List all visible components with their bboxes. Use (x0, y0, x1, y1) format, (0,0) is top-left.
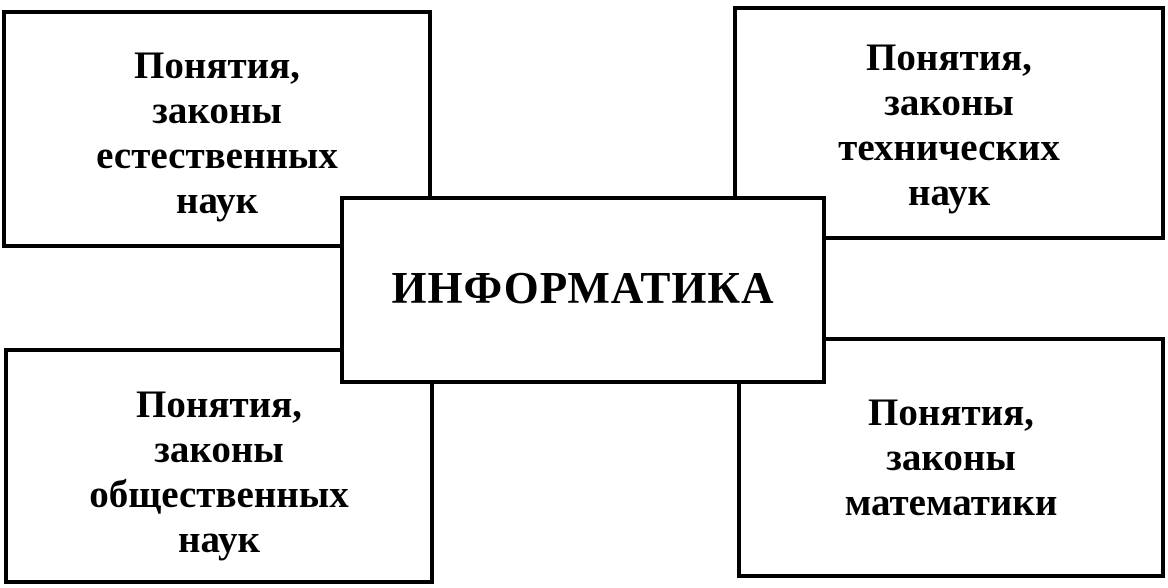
informatics-center-box: ИНФОРМАТИКА (340, 196, 826, 384)
informatics-center-label: ИНФОРМАТИКА (391, 262, 775, 313)
natural-sciences-label: Понятия, законы естественных наук (96, 44, 338, 222)
technical-sciences-label: Понятия, законы технических наук (838, 36, 1060, 214)
natural-sciences-box: Понятия, законы естественных наук (2, 10, 432, 248)
social-sciences-box: Понятия, законы общественных наук (4, 348, 434, 584)
technical-sciences-box: Понятия, законы технических наук (733, 6, 1165, 240)
mathematics-label: Понятия, законы математики (844, 391, 1058, 524)
social-sciences-label: Понятия, законы общественных наук (89, 383, 349, 561)
